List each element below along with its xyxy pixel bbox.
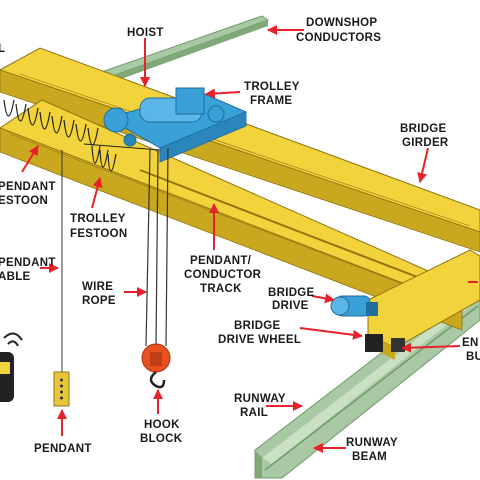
label-bridge-drive-wheel-1: BRIDGE: [234, 320, 281, 332]
label-runway-beam-1: RUNWAY: [346, 437, 398, 449]
wire-rope-and-hook: [141, 147, 171, 389]
label-pendant: PENDANT: [34, 443, 92, 455]
label-pendant-conductor-3: TRACK: [200, 283, 242, 295]
pendant-control: [53, 150, 70, 407]
label-pendant-festoon-2: ESTOON: [0, 195, 48, 207]
end-truck: [365, 249, 480, 360]
hook-icon: [149, 371, 166, 389]
label-runway-rail-2: RAIL: [240, 407, 268, 419]
label-pendant-festoon-1: PENDANT: [0, 181, 56, 193]
label-bridge-girder-2: GIRDER: [402, 137, 449, 149]
label-hook-block-1: HOOK: [144, 419, 180, 431]
label-trolley-frame-2: FRAME: [250, 95, 292, 107]
label-runway-beam-2: BEAM: [352, 451, 387, 463]
label-runway-rail-1: RUNWAY: [234, 393, 286, 405]
labels: L HOIST DOWNSHOP CONDUCTORS TROLLEY FRAM…: [0, 17, 480, 463]
label-conductors: CONDUCTORS: [296, 32, 381, 44]
label-pendant-conductor-2: CONDUCTOR: [184, 269, 262, 281]
label-end-truck-2: BU: [466, 351, 480, 363]
leader-arrows: [21, 25, 478, 453]
trolley-festoon: [83, 143, 161, 172]
label-bridge-drive-1: BRIDGE: [268, 287, 315, 299]
label-trolley-frame-1: TROLLEY: [244, 81, 300, 93]
trolley-hoist: [103, 87, 248, 163]
label-pendant-cable-1: PENDANT: [0, 257, 56, 269]
label-hoist: HOIST: [127, 27, 164, 39]
label-wire-rope-2: ROPE: [82, 295, 116, 307]
remote-control-icon: [0, 332, 23, 402]
label-hook-block-2: BLOCK: [140, 433, 183, 445]
bridge-drive-motor: [330, 295, 378, 317]
label-pendant-conductor-1: PENDANT/: [190, 255, 252, 267]
label-bridge-girder-1: BRIDGE: [400, 123, 447, 135]
label-pendant-cable-2: ABLE: [0, 271, 31, 283]
label-trolley-festoon-2: FESTOON: [70, 228, 127, 240]
drive-wheel: [365, 334, 383, 352]
label-bridge-drive-wheel-2: DRIVE WHEEL: [218, 334, 301, 346]
label-top-left-fragment: L: [0, 43, 5, 55]
label-wire-rope-1: WIRE: [82, 281, 113, 293]
label-trolley-festoon-1: TROLLEY: [70, 213, 126, 225]
label-end-truck-1: EN: [462, 337, 479, 349]
label-downshop: DOWNSHOP: [306, 17, 377, 29]
label-bridge-drive-2: DRIVE: [272, 300, 309, 312]
